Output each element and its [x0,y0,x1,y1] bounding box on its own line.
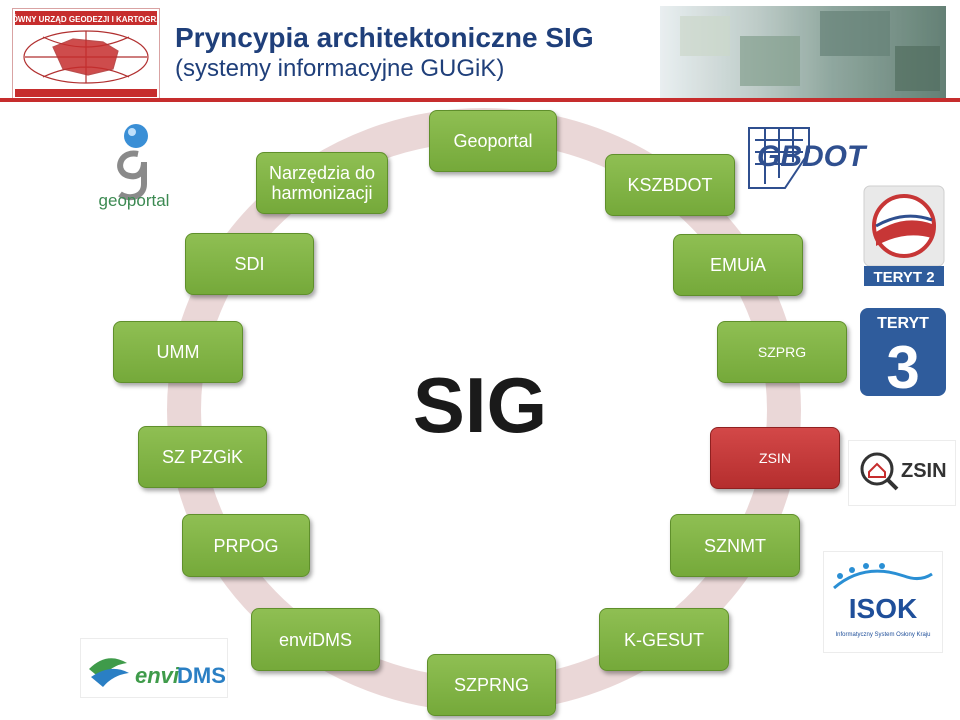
isok-logo-text: ISOK [849,593,917,624]
geoportal-logo-text: geoportal [99,191,170,210]
envidms-logo-text-b: DMS [177,663,226,688]
node-k-gesut[interactable]: K-GESUT [599,608,729,671]
node-szprg[interactable]: SZPRG [717,321,847,383]
envidms-logo: envi DMS [80,638,228,698]
node-prpog[interactable]: PRPOG [182,514,310,577]
node-emuia[interactable]: EMUiA [673,234,803,296]
zsin-logo-text: ZSIN [901,460,947,482]
page-subtitle: (systemy informacyjne GUGiK) [175,55,505,82]
gugik-logo: GŁÓWNY URZĄD GEODEZJI I KARTOGRAFII [1,8,171,100]
node-sznmt[interactable]: SZNMT [670,514,800,577]
page-title: Pryncypia architektoniczne SIG [175,22,594,53]
node-narzedzia-harmonizacji[interactable]: Narzędzia do harmonizacji [256,152,388,214]
teryt2-logo: TERYT 2 [862,184,946,288]
node-sdi[interactable]: SDI [185,233,314,295]
page-title-block: Pryncypia architektoniczne SIG (systemy … [175,22,594,84]
node-geoportal[interactable]: Geoportal [429,110,557,172]
gugik-logo-text: GŁÓWNY URZĄD GEODEZJI I KARTOGRAFII [13,15,159,24]
node-sz-pzgik[interactable]: SZ PZGiK [138,426,267,488]
teryt3-logo-number: 3 [886,334,919,398]
gbdot-logo-text: GBDOT [757,140,868,173]
center-label: SIG [412,361,548,449]
node-envidms[interactable]: enviDMS [251,608,380,671]
node-kszbdot[interactable]: KSZBDOT [605,154,735,216]
header-image-strip [660,6,946,98]
teryt3-logo-title: TERYT [877,315,929,332]
zsin-logo: ZSIN [848,440,956,506]
header-divider [0,98,960,102]
teryt2-logo-text: TERYT 2 [873,269,934,286]
teryt3-logo: TERYT 3 [858,306,948,401]
node-szprng[interactable]: SZPRNG [427,654,556,716]
envidms-logo-text-a: envi [135,663,180,688]
node-zsin[interactable]: ZSIN [710,427,840,489]
gbdot-logo: GBDOT [745,122,873,192]
isok-logo-subtext: Informatyczny System Osłony Kraju [835,632,930,638]
geoportal-logo: geoportal [78,118,190,214]
node-umm[interactable]: UMM [113,321,243,383]
isok-logo: ISOK Informatyczny System Osłony Kraju [823,551,943,653]
